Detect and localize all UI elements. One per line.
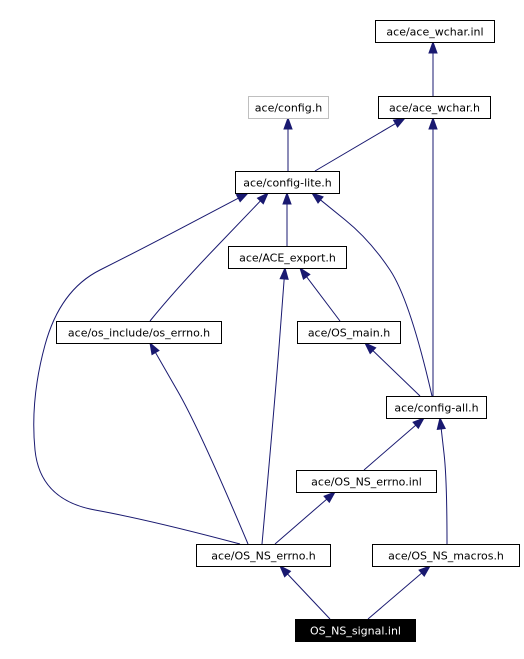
arrowhead-ns_errno_h-to-ns_errno_inl: [323, 491, 337, 504]
node-label: ace/OS_NS_macros.h: [388, 550, 504, 563]
node-label: ace/ace_wchar.h: [389, 102, 480, 115]
arrowhead-os_main-to-ace_export: [299, 266, 311, 281]
node-label: OS_NS_signal.inl: [310, 625, 401, 638]
node-config-lite[interactable]: ace/config-lite.h: [235, 171, 340, 194]
node-label: ace/os_include/os_errno.h: [68, 327, 210, 340]
arrowhead-os_errno_h-to-config_lite: [256, 191, 270, 205]
edge-config_lite-to-ace_wchar_h: [314, 123, 396, 172]
arrowhead-ns_errno_inl-to-config_all: [412, 417, 426, 430]
arrowhead-config_all-to-os_main: [363, 341, 377, 355]
edge-ns_signal-to-ns_macros: [367, 572, 422, 620]
node-label: ace/OS_NS_errno.h: [211, 550, 316, 563]
node-config-h[interactable]: ace/config.h: [248, 96, 329, 119]
node-box: [295, 619, 416, 642]
node-box: [386, 396, 487, 419]
node-ace-wchar-inl[interactable]: ace/ace_wchar.inl: [375, 20, 495, 43]
node-label: ace/config.h: [255, 102, 322, 115]
node-box: [228, 246, 347, 269]
node-box: [235, 171, 340, 194]
arrowhead-ace_wchar_h-to-ace_wchar_inl: [428, 40, 438, 54]
node-box: [378, 96, 491, 119]
arrowhead-ns_macros-to-config_all: [436, 416, 446, 430]
node-box: [248, 96, 329, 119]
node-os-errno-h[interactable]: ace/os_include/os_errno.h: [56, 321, 222, 344]
edge-ns_errno_h-to-ace_export: [261, 278, 285, 545]
arrowhead-ace_export-to-config_lite: [282, 191, 292, 205]
arrowhead-ns_errno_h-to-ace_export: [279, 266, 289, 280]
edge-ns_errno_h-to-config_lite: [33, 197, 241, 545]
edge-config_all-to-config_lite: [320, 199, 433, 397]
node-label: ace/ace_wchar.inl: [386, 26, 483, 39]
edge-ns_errno_inl-to-config_all: [363, 424, 417, 471]
node-ace-export[interactable]: ace/ACE_export.h: [228, 246, 347, 269]
arrowhead-ns_errno_h-to-os_errno_h: [149, 341, 160, 356]
node-ns-macros[interactable]: ace/OS_NS_macros.h: [372, 544, 520, 567]
arrowhead-ns_signal-to-ns_errno_h: [278, 564, 292, 578]
node-ns-errno-inl[interactable]: ace/OS_NS_errno.inl: [296, 470, 437, 493]
edge-ns_errno_h-to-os_errno_h: [155, 352, 249, 545]
graph-nodes: ace/ace_wchar.inl ace/config.h ace/ace_wch…: [56, 20, 520, 642]
node-label: ace/config-all.h: [394, 402, 478, 415]
node-label: ace/config-lite.h: [243, 177, 332, 190]
node-config-all[interactable]: ace/config-all.h: [386, 396, 487, 419]
node-box: [372, 544, 520, 567]
edge-os_errno_h-to-config_lite: [149, 200, 261, 322]
arrowhead-config_lite-to-config_h: [283, 116, 293, 130]
edge-ns_macros-to-config_all: [440, 428, 448, 545]
arrowhead-config_all-to-config_lite: [310, 192, 324, 204]
node-box: [196, 544, 331, 567]
node-label: ace/ACE_export.h: [239, 252, 336, 265]
node-ace-wchar-h[interactable]: ace/ace_wchar.h: [378, 96, 491, 119]
node-ns-errno-h[interactable]: ace/OS_NS_errno.h: [196, 544, 331, 567]
node-label: ace/OS_main.h: [308, 327, 390, 340]
edge-config_all-to-os_main: [372, 350, 421, 397]
node-box: [56, 321, 222, 344]
graph-edges: [33, 40, 448, 620]
arrowhead-ns_signal-to-ns_macros: [418, 565, 432, 578]
arrowhead-config_lite-to-ace_wchar_h: [392, 117, 407, 128]
edge-ns_signal-to-ns_errno_h: [287, 573, 331, 620]
node-box: [296, 470, 437, 493]
node-ns-signal[interactable]: OS_NS_signal.inl: [295, 619, 416, 642]
node-box: [297, 321, 401, 344]
node-os-main[interactable]: ace/OS_main.h: [297, 321, 401, 344]
node-box: [375, 20, 495, 43]
arrowhead-config_all-to-ace_wchar_h: [428, 116, 438, 130]
edge-os_main-to-ace_export: [306, 276, 341, 322]
arrowhead-ns_errno_h-to-config_lite: [235, 192, 250, 203]
edge-ns_errno_h-to-ns_errno_inl: [274, 498, 328, 545]
node-label: ace/OS_NS_errno.inl: [311, 476, 422, 489]
